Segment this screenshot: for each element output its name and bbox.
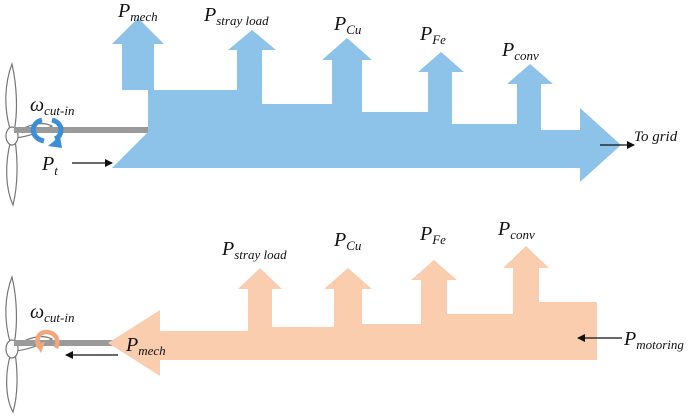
top-omega-subscript: cut-in <box>44 103 74 118</box>
top-loss-label-stray: P <box>203 4 216 26</box>
bottom-output-subscript: mech <box>138 343 165 358</box>
top-loss-sub-stray: stray load <box>216 13 269 28</box>
svg-text:PFe: PFe <box>419 223 446 247</box>
top-panel: ωcut-in Pt Pmech Pstray load PCu PFe Pco… <box>5 0 678 207</box>
bottom-shaft <box>14 340 130 346</box>
bottom-loss-sub-fe: Fe <box>431 232 446 247</box>
top-loss-label-fe: P <box>419 23 432 45</box>
bottom-loss-sub-stray: stray load <box>234 247 287 262</box>
top-loss-sub-fe: Fe <box>431 32 446 47</box>
svg-text:PFe: PFe <box>419 23 446 47</box>
bottom-loss-label-conv: P <box>497 218 510 240</box>
top-omega-symbol: ω <box>30 94 44 116</box>
top-output-label: To grid <box>634 129 678 145</box>
bottom-loss-sub-cu: Cu <box>346 238 362 253</box>
top-shaft <box>14 127 150 133</box>
bottom-output-label: P <box>125 334 138 356</box>
top-loss-sub-conv: conv <box>514 48 539 63</box>
svg-text:ωcut-in: ωcut-in <box>30 94 74 118</box>
bottom-panel: ωcut-in Pmech Pmotoring Pstray load PCu … <box>5 218 684 414</box>
svg-text:PCu: PCu <box>333 13 362 37</box>
top-power-flow-arrow <box>112 18 621 182</box>
top-loss-label-mech: P <box>117 0 130 22</box>
svg-text:ωcut-in: ωcut-in <box>30 301 74 325</box>
bottom-loss-label-stray: P <box>221 238 234 260</box>
svg-text:Pstray load: Pstray load <box>221 238 287 262</box>
bottom-loss-label-cu: P <box>333 229 346 251</box>
top-loss-label-conv: P <box>501 39 514 61</box>
top-wind-turbine-icon <box>5 61 54 207</box>
top-rotation-arrow-icon <box>30 117 64 148</box>
svg-text:Pstray load: Pstray load <box>203 4 269 28</box>
bottom-rotation-arrow-icon <box>35 329 60 353</box>
bottom-loss-label-fe: P <box>419 223 432 245</box>
bottom-omega-symbol: ω <box>30 301 44 323</box>
svg-text:Pt: Pt <box>41 153 58 178</box>
bottom-input-label: P <box>623 328 636 350</box>
svg-text:PCu: PCu <box>333 229 362 253</box>
svg-text:Pmech: Pmech <box>117 0 158 24</box>
bottom-input-subscript: motoring <box>636 337 684 352</box>
bottom-wind-turbine-icon <box>5 274 54 414</box>
top-loss-label-cu: P <box>333 13 346 35</box>
bottom-loss-sub-conv: conv <box>510 227 535 242</box>
svg-text:Pconv: Pconv <box>497 218 535 242</box>
top-loss-sub-mech: mech <box>130 9 157 24</box>
top-input-subscript: t <box>54 163 58 178</box>
bottom-power-flow-arrow <box>108 246 597 376</box>
top-input-label: P <box>41 153 54 175</box>
svg-text:Pmech: Pmech <box>125 334 166 358</box>
svg-text:Pconv: Pconv <box>501 39 539 63</box>
bottom-omega-subscript: cut-in <box>44 310 74 325</box>
top-loss-sub-cu: Cu <box>346 22 362 37</box>
svg-text:Pmotoring: Pmotoring <box>623 328 684 352</box>
